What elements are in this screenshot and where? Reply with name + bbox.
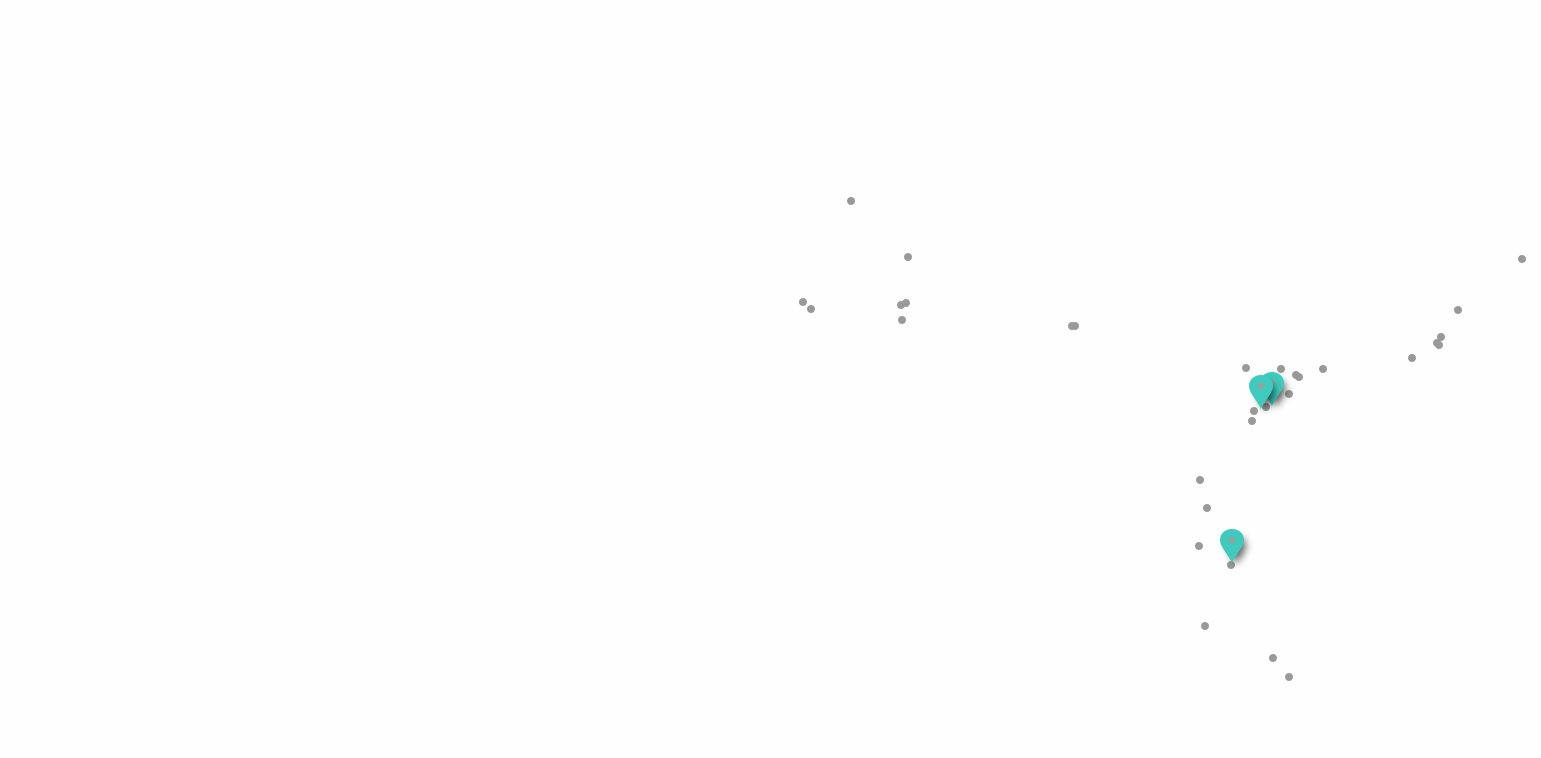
map-point-dot-icon[interactable]: [1285, 673, 1293, 681]
map-pin-icon[interactable]: [1219, 528, 1246, 564]
map-point-dot-icon[interactable]: [904, 253, 912, 261]
map-point-dot-icon[interactable]: [1201, 622, 1209, 630]
map-point-dot-icon[interactable]: [898, 316, 906, 324]
map-point-dot-icon[interactable]: [1277, 365, 1285, 373]
map-point-dot-icon[interactable]: [1319, 365, 1327, 373]
map-point-dot-icon[interactable]: [1518, 255, 1526, 263]
map-point-dot-icon[interactable]: [1285, 390, 1293, 398]
map-point-dot-icon[interactable]: [1196, 476, 1204, 484]
map-point-dot-icon[interactable]: [897, 301, 905, 309]
map-point-dot-icon[interactable]: [902, 299, 910, 307]
map-point-dot-icon[interactable]: [1408, 354, 1416, 362]
map-point-dot-icon[interactable]: [1269, 654, 1277, 662]
map-pin-icon[interactable]: [1248, 374, 1275, 410]
map-point-dot-icon[interactable]: [799, 298, 807, 306]
map-point-dot-icon[interactable]: [1195, 542, 1203, 550]
map-point-dot-icon[interactable]: [1295, 373, 1303, 381]
map-point-dot-icon[interactable]: [1071, 322, 1079, 330]
map-point-dot-icon[interactable]: [807, 305, 815, 313]
map-point-dot-icon[interactable]: [1250, 407, 1258, 415]
map-point-dot-icon[interactable]: [1248, 417, 1256, 425]
map-point-dot-icon[interactable]: [1203, 504, 1211, 512]
map-point-dot-icon[interactable]: [1242, 364, 1250, 372]
map-point-dot-icon[interactable]: [1454, 306, 1462, 314]
map-point-dot-icon[interactable]: [847, 197, 855, 205]
map-point-dot-icon[interactable]: [1227, 561, 1235, 569]
map-point-dot-icon[interactable]: [1435, 341, 1443, 349]
map-point-dot-icon[interactable]: [1437, 333, 1445, 341]
